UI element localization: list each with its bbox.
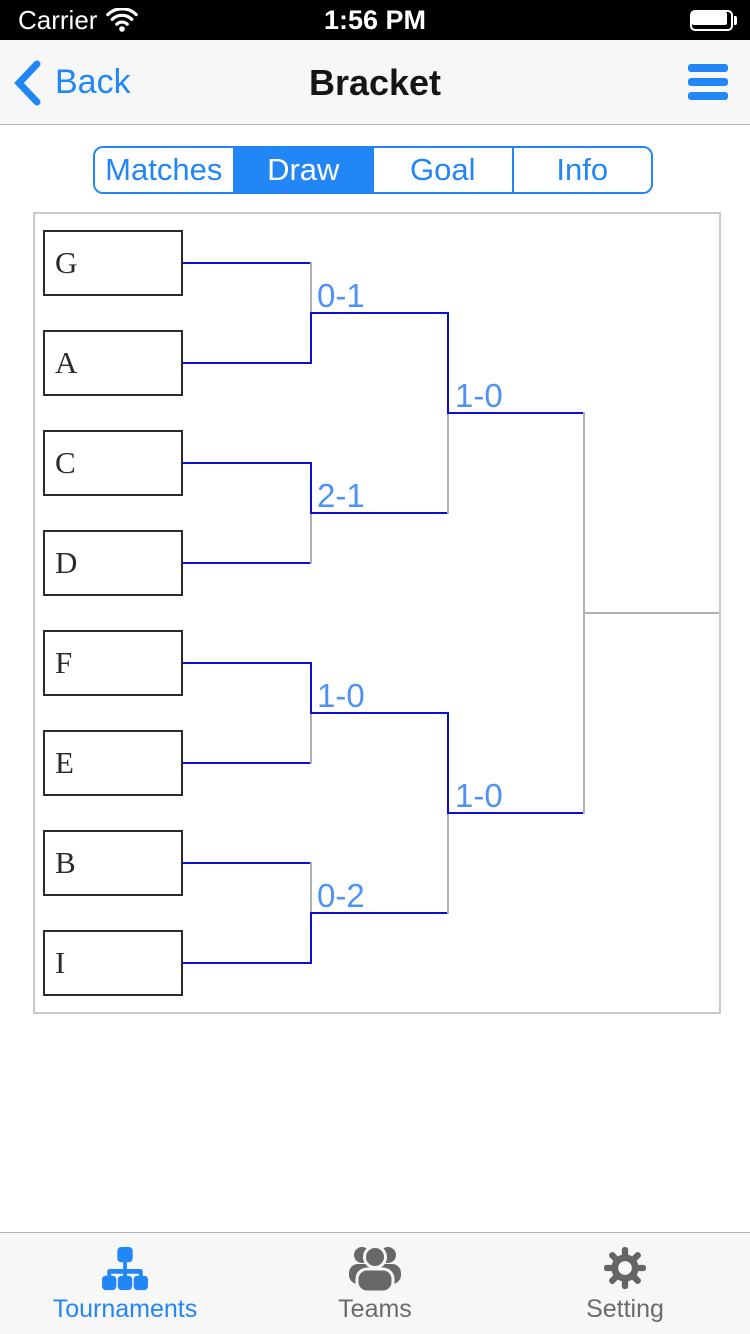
tab-label: Teams: [338, 1295, 412, 1323]
team-name: D: [55, 545, 78, 580]
bracket-line: [310, 662, 312, 714]
clock: 1:56 PM: [323, 5, 427, 35]
tab-label: Setting: [586, 1295, 664, 1323]
bracket-line: [183, 862, 310, 864]
bracket-line: [310, 262, 312, 314]
team-name: G: [55, 245, 78, 280]
tab-bar: Tournaments Teams: [0, 1232, 750, 1334]
bracket-line: [310, 862, 312, 914]
bracket-line: [310, 312, 447, 314]
menu-button[interactable]: [688, 64, 728, 100]
segment-goal[interactable]: Goal: [372, 148, 512, 192]
battery-icon: [690, 10, 737, 31]
bracket-line: [310, 712, 447, 714]
teams-icon: [348, 1243, 402, 1293]
bracket-line: [183, 962, 310, 964]
bracket-line: [447, 412, 449, 514]
team-box[interactable]: D: [43, 530, 183, 596]
gear-icon: [604, 1243, 646, 1293]
match-score: 0-1: [317, 277, 365, 314]
bracket-line: [583, 612, 585, 814]
bracket-line: [447, 712, 449, 814]
bracket-line: [310, 312, 312, 364]
team-box[interactable]: B: [43, 830, 183, 896]
bracket-line: [183, 362, 310, 364]
team-name: F: [55, 645, 73, 680]
team-box[interactable]: A: [43, 330, 183, 396]
carrier-label: Carrier: [18, 5, 98, 35]
bracket-line: [183, 562, 310, 564]
team-box[interactable]: E: [43, 730, 183, 796]
segment-info[interactable]: Info: [511, 148, 651, 192]
team-name: E: [55, 745, 74, 780]
team-box[interactable]: G: [43, 230, 183, 296]
page-title: Bracket: [308, 62, 442, 103]
team-box[interactable]: F: [43, 630, 183, 696]
nav-bar: Back Bracket: [0, 40, 750, 125]
match-score: 1-0: [455, 377, 503, 414]
segment-matches[interactable]: Matches: [95, 148, 233, 192]
match-score: 2-1: [317, 477, 365, 514]
match-score: 1-0: [455, 777, 503, 814]
bracket-line: [183, 762, 310, 764]
team-name: I: [55, 945, 66, 980]
bracket-line: [583, 612, 719, 614]
bracket-line: [310, 912, 447, 914]
bracket-line: [183, 662, 310, 664]
bracket-line: [183, 462, 310, 464]
menu-icon: [688, 64, 728, 72]
bracket-line: [447, 812, 583, 814]
bracket-line: [447, 312, 449, 414]
bracket-container: G A C D F E B I 0-1 2-1 1-0 0-2 1-0 1-0: [33, 212, 721, 1014]
team-name: C: [55, 445, 76, 480]
bracket-line: [310, 462, 312, 514]
back-button[interactable]: Back: [14, 40, 131, 125]
bracket-line: [310, 912, 312, 964]
match-score: 1-0: [317, 677, 365, 714]
back-chevron-icon: [14, 60, 41, 105]
bracket-line: [310, 512, 312, 564]
team-box[interactable]: I: [43, 930, 183, 996]
bracket-line: [183, 262, 310, 264]
wifi-icon: [106, 8, 138, 32]
team-box[interactable]: C: [43, 430, 183, 496]
match-score: 0-2: [317, 877, 365, 914]
bracket-line: [310, 512, 447, 514]
team-name: B: [55, 845, 76, 880]
back-button-label: Back: [55, 63, 131, 101]
team-name: A: [55, 345, 78, 380]
bracket-line: [583, 412, 585, 614]
tab-tournaments[interactable]: Tournaments: [0, 1233, 250, 1334]
segmented-control: Matches Draw Goal Info: [93, 146, 653, 194]
status-bar: Carrier 1:56 PM: [0, 0, 750, 40]
tab-label: Tournaments: [52, 1295, 198, 1323]
bracket-line: [447, 812, 449, 914]
sitemap-icon: [102, 1243, 148, 1293]
tab-teams[interactable]: Teams: [250, 1233, 500, 1334]
tab-setting[interactable]: Setting: [500, 1233, 750, 1334]
segment-draw[interactable]: Draw: [232, 148, 372, 192]
bracket-line: [310, 712, 312, 764]
bracket-line: [447, 412, 583, 414]
